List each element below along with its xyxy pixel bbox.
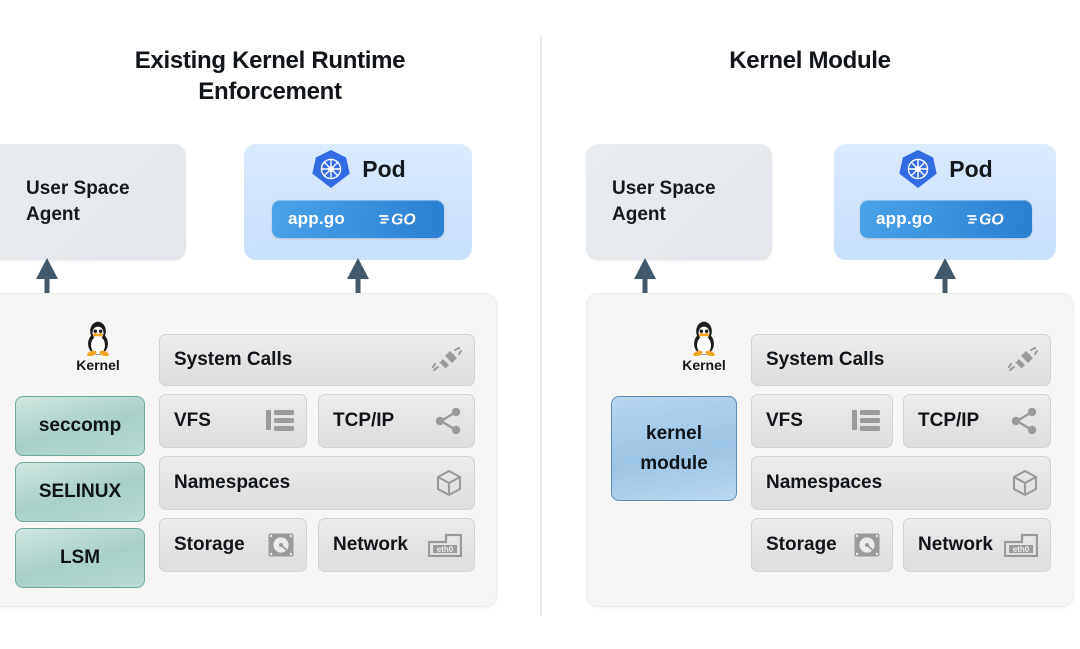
app-go-filename-right: app.go (876, 209, 933, 228)
kernel-tile-label-vfs-right: VFS (766, 410, 803, 431)
panel-title-left: Existing Kernel Runtime Enforcement (134, 47, 406, 105)
svg-text:eth0: eth0 (1013, 545, 1030, 554)
panel-existing-kernel-runtime-enforcement: Existing Kernel Runtime Enforcement User… (0, 47, 497, 607)
share-network-icon-left (435, 408, 461, 434)
kernel-tile-label-namespaces-left: Namespaces (174, 472, 291, 493)
svg-text:GO: GO (391, 212, 415, 229)
pod-label-left: Pod (362, 155, 406, 182)
kernel-tile-label-tcpip-left: TCP/IP (333, 410, 395, 431)
golang-logo-right: GO (966, 212, 1003, 229)
kernel-tile-label-namespaces-right: Namespaces (766, 472, 883, 493)
kernel-module-label-line1: kernel (646, 422, 702, 444)
eth0-nic-icon-right: eth0 (1004, 533, 1038, 557)
kernel-tile-network-left: Network eth0 (318, 518, 475, 572)
golang-logo-left: GO (378, 212, 415, 229)
kernel-tile-vfs-right: VFS (751, 394, 893, 448)
eth0-nic-icon-left: eth0 (428, 533, 462, 557)
pod-box-right: Pod app.go GO (834, 144, 1056, 260)
enforcement-label-selinux: SELINUX (38, 481, 122, 502)
user-space-agent-box-right: User Space Agent (586, 144, 772, 260)
panel-title-right: Kernel Module (729, 47, 891, 74)
kubernetes-icon (899, 149, 937, 189)
kernel-tile-system-calls-left: System Calls (159, 334, 475, 386)
kernel-tile-label-storage-right: Storage (766, 534, 837, 555)
enforcement-label-seccomp: seccomp (38, 415, 122, 436)
enforcement-box-selinux: SELINUX (15, 462, 145, 522)
hard-disk-icon-right (854, 533, 880, 557)
kernel-tile-network-right: Network eth0 (903, 518, 1051, 572)
linux-tux-icon-right (693, 321, 715, 356)
kubernetes-icon (312, 149, 350, 189)
kernel-tile-namespaces-left: Namespaces (159, 456, 475, 510)
kernel-tile-storage-right: Storage (751, 518, 893, 572)
kernel-tile-label-network-right: Network (918, 534, 993, 555)
panel-divider (540, 36, 542, 616)
enforcement-box-seccomp: seccomp (15, 396, 145, 456)
kernel-panel-left: Kernel seccomp SELINUX LSM System Calls (0, 293, 497, 607)
linux-tux-icon-left (87, 321, 109, 356)
kernel-tile-storage-left: Storage (159, 518, 307, 572)
cube-icon-left (436, 469, 462, 497)
svg-text:eth0: eth0 (437, 545, 454, 554)
kernel-module-label-line2: module (640, 452, 708, 474)
kernel-tile-namespaces-right: Namespaces (751, 456, 1051, 510)
file-list-icon-right (852, 410, 880, 431)
kernel-tile-tcpip-left: TCP/IP (318, 394, 475, 448)
kernel-tile-label-system-calls-left: System Calls (174, 349, 293, 370)
file-list-icon-left (266, 410, 294, 431)
pod-header-left: Pod (244, 146, 472, 192)
user-space-agent-label-left: User Space Agent (26, 178, 130, 225)
plug-connector-icon-right (1008, 347, 1038, 371)
share-network-icon-right (1011, 408, 1037, 434)
linux-kernel-badge-left: Kernel (61, 318, 135, 373)
kernel-tile-vfs-left: VFS (159, 394, 307, 448)
svg-text:GO: GO (979, 212, 1003, 229)
user-space-agent-label-right: User Space Agent (612, 178, 716, 225)
kernel-os-label-left: Kernel (76, 357, 120, 373)
user-space-agent-box-left: User Space Agent (0, 144, 186, 260)
app-go-filename-left: app.go (288, 209, 345, 228)
cube-icon-right (1012, 469, 1038, 497)
kernel-panel-right: Kernel kernel module System Calls (586, 293, 1074, 607)
pod-label-right: Pod (949, 155, 993, 182)
pod-header-right: Pod (834, 146, 1056, 192)
panel-kernel-module: Kernel Module User Space Agent (540, 0, 1080, 649)
kernel-tile-label-storage-left: Storage (174, 534, 245, 555)
hard-disk-icon-left (268, 533, 294, 557)
app-go-badge-left: app.go GO (272, 200, 444, 238)
enforcement-label-lsm: LSM (59, 547, 101, 568)
linux-kernel-badge-right: Kernel (667, 318, 741, 373)
kernel-tile-tcpip-right: TCP/IP (903, 394, 1051, 448)
kernel-tile-label-system-calls-right: System Calls (766, 349, 885, 370)
kernel-tile-label-tcpip-right: TCP/IP (918, 410, 980, 431)
kernel-tile-label-network-left: Network (333, 534, 408, 555)
plug-connector-icon-left (432, 347, 462, 371)
kernel-os-label-right: Kernel (682, 357, 726, 373)
enforcement-box-lsm: LSM (15, 528, 145, 588)
kernel-tile-system-calls-right: System Calls (751, 334, 1051, 386)
kernel-tile-label-vfs-left: VFS (174, 410, 211, 431)
pod-box-left: Pod app.go GO (244, 144, 472, 260)
kernel-module-box: kernel module (611, 396, 737, 501)
app-go-badge-right: app.go GO (860, 200, 1032, 238)
